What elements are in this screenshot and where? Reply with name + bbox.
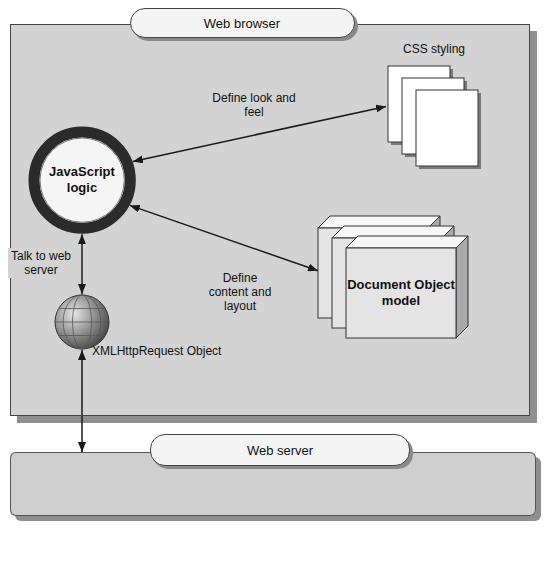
- globe-node: XMLHttpRequest Object: [54, 294, 110, 350]
- dom-box-stack: Document Object model: [318, 210, 470, 345]
- stack-heading: CSS styling: [403, 42, 465, 56]
- connector-arrow: [81, 350, 83, 452]
- server-band: Web server: [10, 452, 536, 516]
- connector-label: Talk to web server: [8, 248, 74, 278]
- browser-panel: JavaScript logic CSS stylingDocument Obje…: [10, 24, 530, 416]
- panel-fill: [10, 24, 530, 416]
- connector-label: Define content and layout: [200, 270, 280, 314]
- band-title: Web server: [150, 434, 410, 466]
- connector-arrow: [130, 205, 318, 270]
- panel-title: Web browser: [130, 8, 355, 38]
- circle-label: JavaScript logic: [43, 164, 121, 196]
- connector-arrow: [81, 234, 83, 294]
- logic-circle: JavaScript logic: [28, 126, 136, 234]
- connector-label: Define look and feel: [200, 90, 308, 120]
- globe-icon: [54, 294, 110, 350]
- stylesheet-stack: CSS styling: [386, 64, 482, 170]
- globe-label: XMLHttpRequest Object: [92, 344, 221, 358]
- page-stack: [386, 64, 482, 170]
- box-label: Document Object model: [346, 248, 456, 338]
